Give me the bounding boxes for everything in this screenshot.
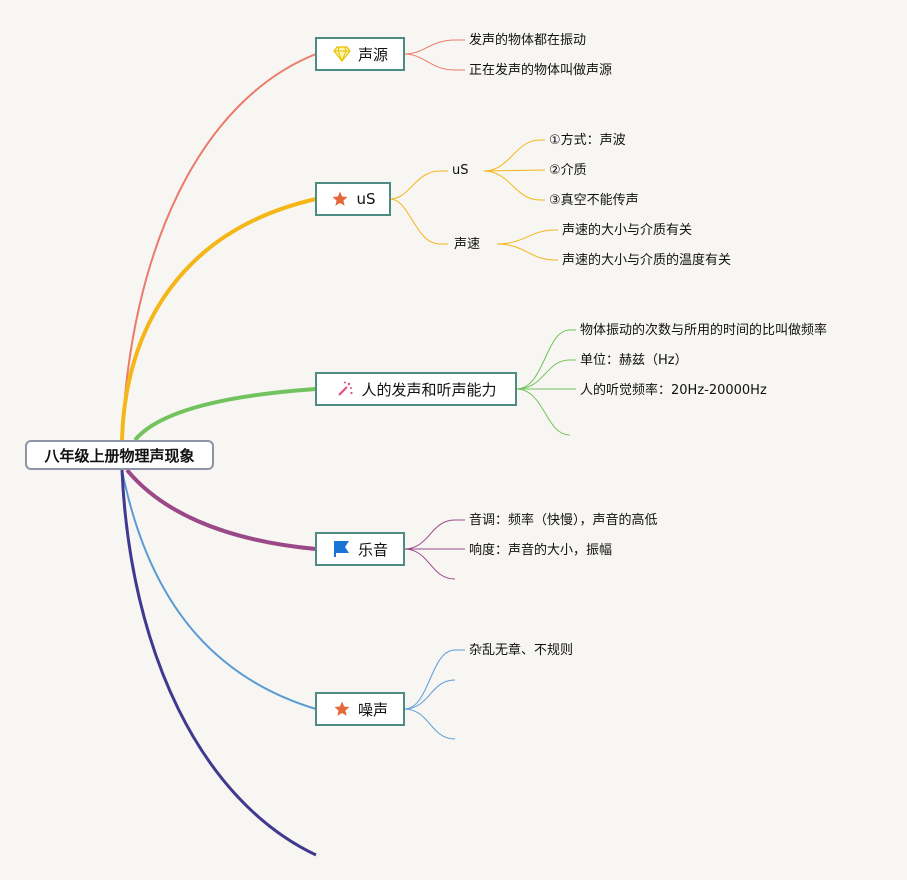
topic-us[interactable]: uS — [315, 182, 391, 216]
leaf-item[interactable]: 发声的物体都在振动 — [469, 33, 587, 48]
leaf-line — [515, 388, 571, 436]
star-icon — [332, 699, 352, 719]
leaf-line — [403, 519, 465, 550]
leaf-item[interactable]: 物体振动的次数与所用的时间的比叫做频率 — [580, 323, 828, 338]
topic-label: 声源 — [357, 45, 388, 64]
branch-line-noise — [121, 469, 317, 710]
leaf-item[interactable]: 杂乱无章、不规则 — [469, 643, 574, 658]
leaf-line — [496, 243, 558, 261]
leaf-item[interactable]: 单位：赫兹（Hz） — [580, 353, 688, 368]
leaf-item[interactable]: ①方式：声波 — [549, 133, 626, 148]
topic-label: 人的发声和听声能力 — [361, 380, 497, 399]
leaf-item[interactable]: 响度：声音的大小，振幅 — [469, 543, 613, 558]
topic-label: 噪声 — [357, 700, 388, 719]
magic-wand-icon — [335, 379, 355, 399]
branch-line-musical-tone — [125, 468, 317, 551]
leaf-item[interactable]: 声速的大小与介质有关 — [562, 223, 693, 238]
leaf-item[interactable]: ②介质 — [549, 163, 587, 178]
leaf-line — [403, 548, 456, 580]
topic-label: 乐音 — [357, 540, 388, 559]
leaf-line — [483, 169, 546, 172]
branch-line-voice-hearing — [133, 387, 317, 442]
topic-noise[interactable]: 噪声 — [315, 692, 405, 726]
leaf-item[interactable]: 声速的大小与介质的温度有关 — [562, 253, 732, 268]
leaf-line — [483, 139, 545, 172]
flag-icon — [332, 539, 352, 559]
sub-line — [389, 198, 448, 245]
root-topic[interactable]: 八年级上册物理声现象 — [25, 440, 214, 470]
leaf-item[interactable]: ③真空不能传声 — [549, 193, 639, 208]
leaf-item[interactable]: 人的听觉频率：20Hz-20000Hz — [580, 383, 767, 398]
subtopic-sound-speed[interactable]: 声速 — [454, 237, 481, 252]
topic-sound-source[interactable]: 声源 — [315, 37, 405, 71]
diamond-icon — [332, 44, 352, 64]
topic-voice-and-hearing[interactable]: 人的发声和听声能力 — [315, 372, 517, 406]
subtopic-us[interactable]: uS — [452, 163, 469, 178]
topic-musical-tone[interactable]: 乐音 — [315, 532, 405, 566]
leaf-line — [403, 53, 465, 71]
leaf-line — [483, 170, 545, 201]
branch-line-sound-source — [121, 53, 317, 441]
branch-line-us — [120, 197, 317, 441]
leaf-line — [403, 708, 456, 740]
leaf-line — [515, 359, 576, 390]
leaf-line — [496, 229, 558, 245]
leaf-line — [403, 39, 465, 55]
branch-line-empty — [120, 469, 317, 857]
leaf-line — [403, 649, 465, 710]
sub-line — [389, 170, 448, 200]
topic-label: uS — [356, 190, 376, 208]
leaf-line — [515, 329, 576, 390]
leaf-line — [403, 679, 456, 710]
star-icon — [330, 189, 350, 209]
leaf-item[interactable]: 音调：频率（快慢），声音的高低 — [469, 513, 658, 528]
leaf-item[interactable]: 正在发声的物体叫做声源 — [469, 63, 613, 78]
